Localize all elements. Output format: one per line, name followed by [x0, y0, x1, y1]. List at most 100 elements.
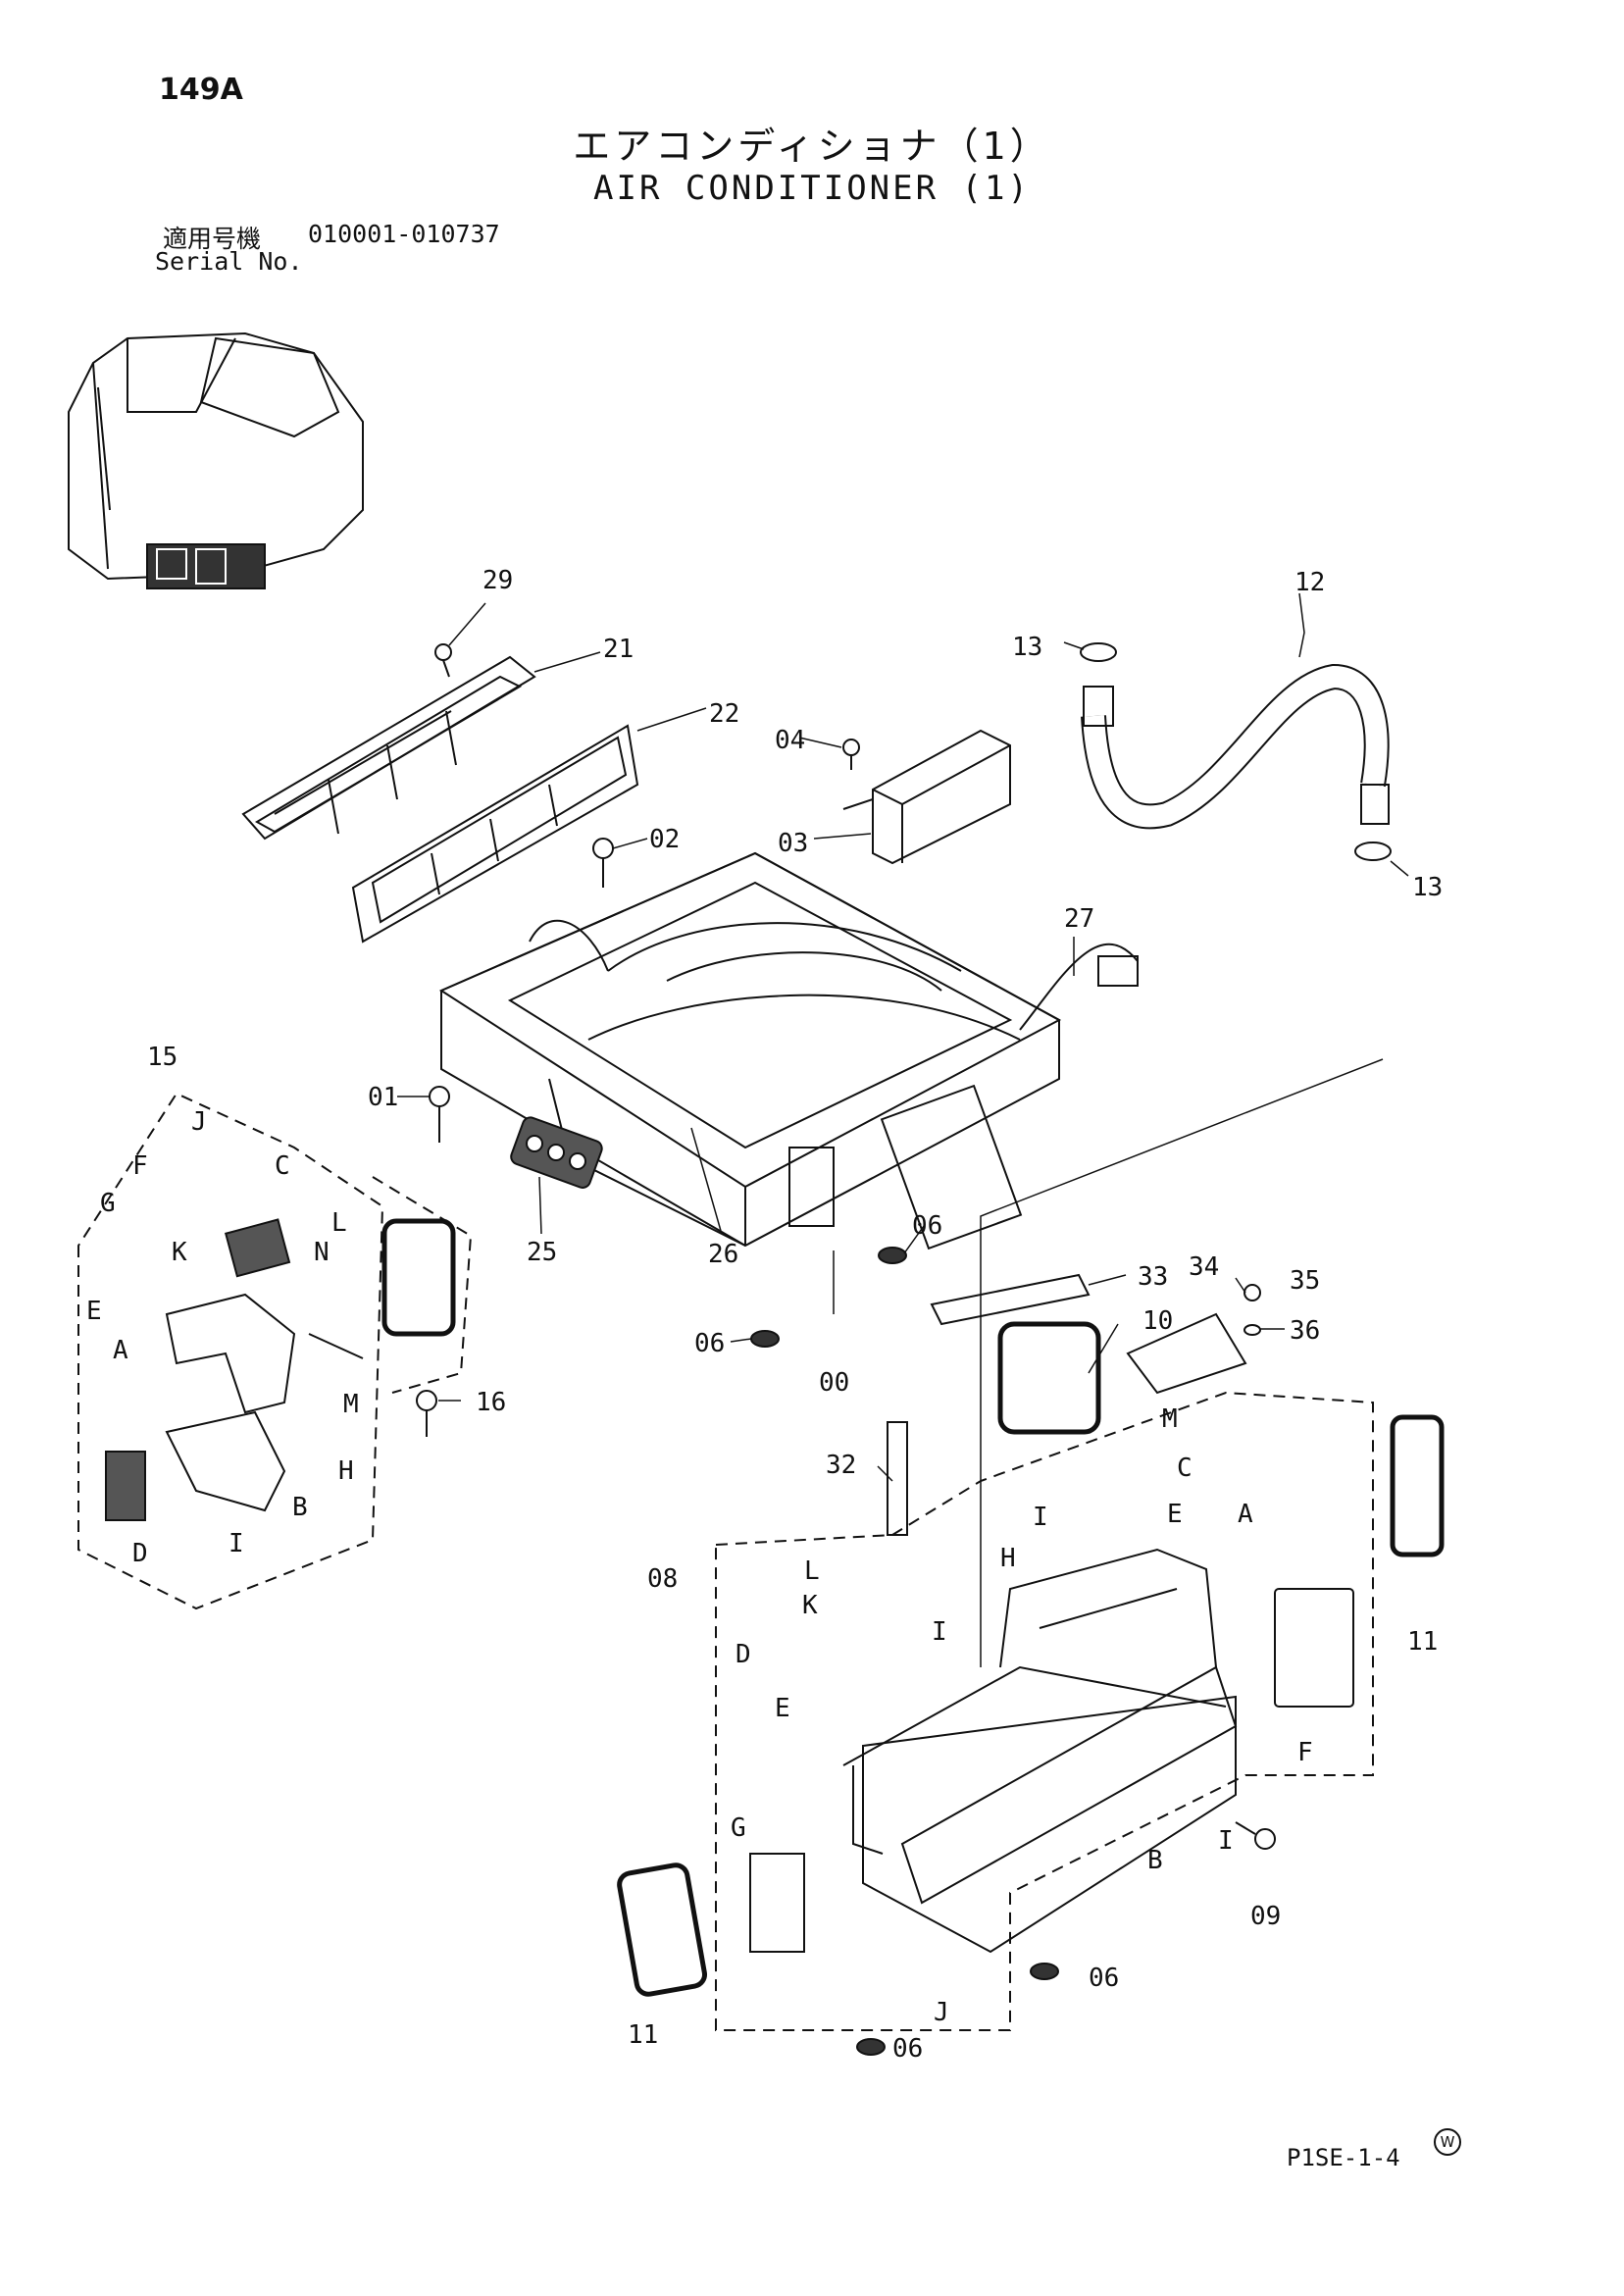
callout-D-left: D — [132, 1539, 148, 1568]
bolt-09 — [1235, 1821, 1276, 1850]
gasket-11-left — [617, 1862, 708, 1997]
callout-01: 01 — [368, 1083, 398, 1112]
bolt-16 — [416, 1390, 437, 1437]
callout-I-right-lower: I — [1218, 1826, 1234, 1856]
bolt-04 — [842, 739, 860, 770]
callout-L-left: L — [331, 1208, 347, 1238]
callout-08: 08 — [647, 1564, 678, 1594]
callout-M-right: M — [1162, 1404, 1178, 1434]
callout-H-left: H — [338, 1456, 354, 1486]
air-filter-assembly — [241, 655, 639, 944]
duct-assembly-08 — [749, 1548, 1354, 1954]
gasket-10 — [997, 1321, 1101, 1435]
callout-13-lower: 13 — [1412, 873, 1443, 902]
gasket-L-upper — [381, 1218, 456, 1337]
strip-32 — [887, 1421, 908, 1536]
callout-36: 36 — [1290, 1316, 1320, 1346]
callout-26: 26 — [708, 1240, 738, 1269]
callout-06-d: 06 — [892, 2034, 923, 2064]
callout-H-right: H — [1000, 1544, 1016, 1573]
grommet-06-c — [1030, 1963, 1059, 1980]
callout-E-right: E — [1167, 1500, 1183, 1529]
detail-group-15-outline-b — [372, 1176, 473, 1394]
washer-36 — [1243, 1324, 1261, 1336]
callout-29: 29 — [482, 566, 513, 595]
callout-F-left: F — [132, 1151, 148, 1181]
plate-25 — [510, 1116, 603, 1189]
page-number: 149A — [159, 73, 243, 107]
callout-C-left: C — [275, 1151, 290, 1181]
grommet-06-d — [856, 2038, 886, 2056]
callout-L-right: L — [804, 1556, 820, 1586]
air-conditioner-unit — [438, 851, 1139, 1250]
detail-group-15-outline — [77, 1092, 384, 1610]
callout-I-left: I — [228, 1529, 244, 1558]
serial-label-english: Serial No. — [155, 247, 303, 276]
serial-label-japanese: 適用号機 — [163, 225, 262, 253]
control-box-03 — [842, 729, 1011, 865]
callout-04: 04 — [775, 726, 805, 755]
serial-range: 010001-010737 — [308, 220, 500, 248]
detail-group-08-outline — [715, 1391, 1374, 2031]
callout-10: 10 — [1142, 1306, 1173, 1336]
callout-02: 02 — [649, 825, 680, 854]
footer-w-mark: W — [1434, 2128, 1461, 2156]
callout-A-right: A — [1238, 1500, 1253, 1529]
callout-15: 15 — [147, 1043, 178, 1072]
bolt-01 — [429, 1086, 450, 1143]
callout-J-left: J — [191, 1107, 207, 1137]
callout-M-left: M — [343, 1390, 359, 1419]
grommet-06-a — [878, 1247, 907, 1264]
callout-E-left: E — [86, 1297, 102, 1326]
strip-33 — [930, 1273, 1091, 1326]
callout-A-left: A — [113, 1336, 128, 1365]
callout-06-b: 06 — [694, 1329, 725, 1358]
callout-G-right: G — [731, 1813, 746, 1843]
callout-34: 34 — [1189, 1252, 1219, 1282]
cab-overview-illustration — [68, 332, 364, 589]
callout-12: 12 — [1294, 568, 1325, 597]
gasket-11-right — [1390, 1414, 1445, 1557]
title-english: AIR CONDITIONER (1) — [593, 169, 1031, 208]
title-japanese: エアコンディショナ（1） — [573, 125, 1051, 168]
callout-E-right-lower: E — [775, 1694, 790, 1723]
leader-lines — [397, 592, 1409, 1667]
callout-B-left: B — [292, 1493, 308, 1522]
callout-03: 03 — [778, 829, 808, 858]
callout-27: 27 — [1064, 904, 1094, 934]
screw-29 — [434, 643, 452, 678]
footer-code: P1SE-1-4 — [1287, 2144, 1400, 2171]
callout-22: 22 — [709, 699, 739, 729]
callout-33: 33 — [1138, 1262, 1168, 1292]
callout-06-a: 06 — [912, 1211, 942, 1241]
callout-13-upper: 13 — [1012, 633, 1042, 662]
callout-09: 09 — [1250, 1902, 1281, 1931]
callout-21: 21 — [603, 635, 634, 664]
callout-I-right-upper: I — [1033, 1503, 1048, 1532]
detail-group-15-parts — [105, 1218, 364, 1521]
bolt-35 — [1243, 1284, 1261, 1301]
callout-K-right: K — [802, 1591, 818, 1620]
callout-00: 00 — [819, 1368, 849, 1398]
callout-35: 35 — [1290, 1266, 1320, 1296]
callout-labels: 29 21 22 02 04 03 12 13 13 27 15 01 25 2… — [86, 566, 1443, 2064]
callout-G-left: G — [100, 1189, 116, 1218]
bolt-02 — [592, 838, 614, 888]
drain-hose-12 — [1080, 642, 1392, 861]
callout-F-right: F — [1297, 1738, 1313, 1767]
callout-C-right: C — [1177, 1454, 1193, 1483]
grommet-06-b — [750, 1330, 780, 1348]
callout-16: 16 — [476, 1388, 506, 1417]
callout-K-left: K — [172, 1238, 187, 1267]
callout-I-right: I — [932, 1617, 947, 1647]
callout-B-right: B — [1147, 1846, 1163, 1875]
callout-J-right: J — [934, 1998, 949, 2027]
callout-32: 32 — [826, 1451, 856, 1480]
callout-25: 25 — [527, 1238, 557, 1267]
cover-34 — [1126, 1312, 1247, 1395]
callout-N-left: N — [314, 1238, 330, 1267]
callout-11-left: 11 — [628, 2020, 658, 2050]
callout-06-c: 06 — [1089, 1964, 1119, 1993]
callout-D-right: D — [736, 1640, 751, 1669]
